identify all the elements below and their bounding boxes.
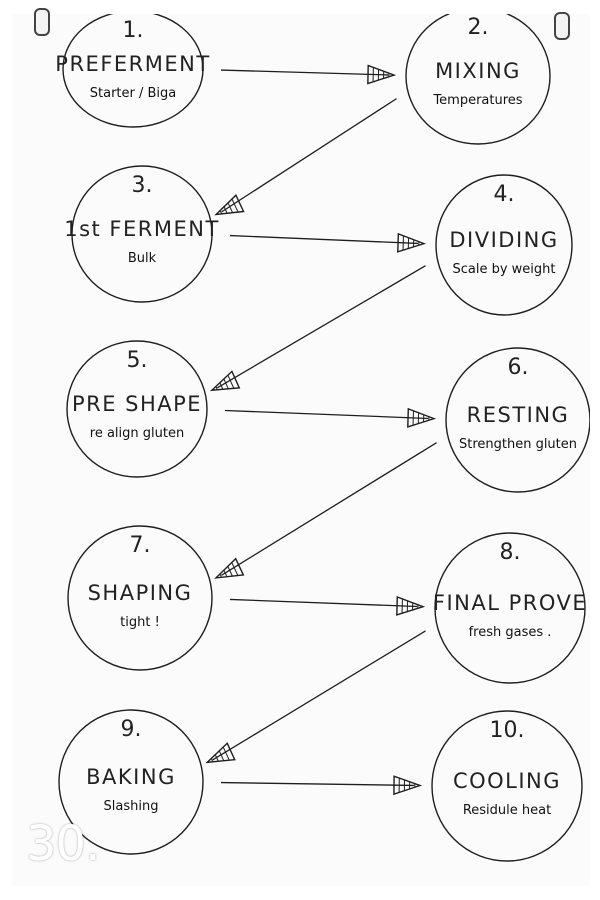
step-number: 8. [500,540,521,565]
step-node-3: 3. 1st FERMENT Bulk [64,165,220,303]
process-diagram: 1. PREFERMENT Starter / Biga 2. MIXING Temper… [55,14,590,862]
step-node-4: 4. DIVIDING Scale by weight [435,174,573,316]
step-node-10: 10. COOLING Residule heat [431,710,583,862]
flow-arrow-9 [220,775,423,796]
step-circle [434,532,586,684]
step-node-5: 5. PRE SHAPE re align gluten [66,340,208,478]
flow-arrow-6 [214,442,437,579]
step-number: 2. [468,15,489,40]
step-title: MIXING [435,59,521,83]
flow-arrow-5 [224,407,437,428]
step-title: PRE SHAPE [72,392,202,416]
step-title: DIVIDING [449,228,558,252]
corner-number-label: 30. [26,816,100,872]
step-note: Strengthen gluten [459,437,577,452]
step-note: Starter / Biga [90,86,177,101]
step-title: FINAL PROVE [433,591,587,615]
step-node-1: 1. PREFERMENT Starter / Biga [55,14,210,128]
step-circle [62,14,204,128]
step-number: 7. [130,533,151,558]
step-note: tight ! [120,615,160,630]
step-number: 3. [132,173,153,198]
step-title: RESTING [467,403,570,427]
step-title: PREFERMENT [55,52,210,76]
step-circle [71,165,213,303]
paper-clip-left [34,8,50,36]
flipchart-paper: 1. PREFERMENT Starter / Biga 2. MIXING Temper… [12,8,590,886]
step-note: Scale by weight [452,262,555,277]
step-circle [405,14,551,145]
flow-arrow-8 [205,630,426,764]
flow-arrow-4 [209,265,426,392]
step-number: 10. [490,718,525,743]
step-circle [58,709,204,855]
step-node-8: 8. FINAL PROVE fresh gases . [433,532,587,684]
step-circle [66,340,208,478]
step-node-9: 9. BAKING Slashing [58,709,204,855]
step-circle [445,347,590,493]
step-circle [67,525,213,671]
flow-arrow-1 [220,64,397,85]
step-number: 4. [494,182,515,207]
step-circle [435,174,573,316]
step-note: Residule heat [463,803,551,818]
step-title: 1st FERMENT [64,217,220,241]
flow-arrow-2 [214,98,397,216]
step-number: 1. [123,18,144,43]
step-note: Slashing [104,799,159,814]
flow-arrow-7 [229,595,426,616]
step-number: 6. [508,355,529,380]
step-node-6: 6. RESTING Strengthen gluten [445,347,590,493]
step-number: 5. [127,348,148,373]
step-node-2: 2. MIXING Temperatures [405,14,551,145]
step-note: Bulk [128,251,157,266]
step-title: BAKING [86,765,176,789]
step-circle [431,710,583,862]
step-note: re align gluten [90,426,184,441]
flow-arrow-3 [229,232,427,253]
step-node-7: 7. SHAPING tight ! [67,525,213,671]
step-note: Temperatures [432,93,522,108]
step-note: fresh gases . [469,625,552,640]
step-number: 9. [121,717,142,742]
step-title: SHAPING [88,581,193,605]
step-title: COOLING [453,769,561,793]
paper-clip-right [554,12,570,40]
